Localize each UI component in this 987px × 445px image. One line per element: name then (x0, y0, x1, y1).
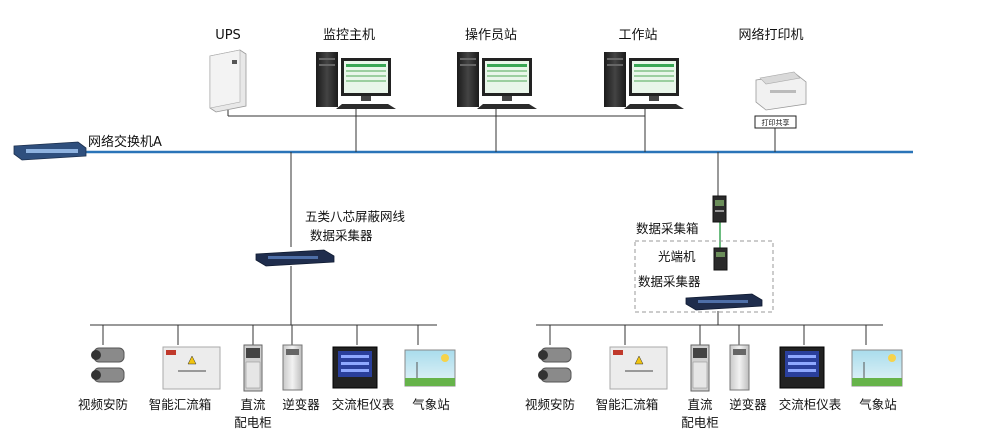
left-ac-meter-label: 交流柜仪表 (332, 397, 395, 412)
left-combiner-label: 智能汇流箱 (149, 397, 212, 412)
right-ac-meter-icon (779, 346, 825, 389)
right-dc-cabinet-label-2: 配电柜 (681, 415, 719, 430)
network-printer-label: 网络打印机 (738, 27, 803, 43)
right-camera-label: 视频安防 (525, 397, 575, 412)
left-ac-meter-icon (332, 346, 378, 389)
left-weather-label: 气象站 (412, 397, 450, 412)
right-weather-label: 气象站 (859, 397, 897, 412)
left-collector-icon (255, 249, 335, 267)
monitor-host-label: 监控主机 (323, 28, 375, 43)
left-inverter-label: 逆变器 (282, 397, 320, 412)
right-collector-label: 数据采集器 (638, 274, 701, 289)
right-inverter-icon (729, 344, 750, 391)
ups-icon (209, 49, 247, 113)
monitor-host-icon (316, 52, 396, 109)
cable-label: 五类八芯屏蔽网线 (305, 209, 406, 224)
workstation-label: 工作站 (618, 28, 657, 43)
network-switch-icon (13, 141, 87, 161)
right-weather-icon (851, 349, 903, 387)
left-dc-cabinet-label-1: 直流 (240, 397, 266, 412)
right-dc-cabinet-label-1: 直流 (687, 397, 713, 412)
right-ac-meter-label: 交流柜仪表 (779, 397, 842, 412)
collector-box-label: 数据采集箱 (636, 221, 699, 236)
left-collector-label: 数据采集器 (310, 228, 373, 243)
left-inverter-icon (282, 344, 303, 391)
operator-station-icon (457, 52, 537, 109)
operator-station-label: 操作员站 (465, 27, 517, 43)
optical-terminal-icon (713, 247, 728, 271)
right-combiner-label: 智能汇流箱 (596, 397, 659, 412)
left-dc-cabinet-label-2: 配电柜 (234, 415, 272, 430)
printer-icon (755, 71, 807, 111)
network-switch-label: 网络交换机A (88, 134, 162, 150)
left-weather-icon (404, 349, 456, 387)
left-camera-label: 视频安防 (78, 397, 128, 412)
workstation-icon (604, 52, 684, 109)
connection-lines (80, 108, 913, 345)
left-camera-icon (91, 347, 125, 383)
optical-terminal-label: 光端机 (658, 249, 696, 264)
ups-label: UPS (215, 28, 241, 43)
print-share-box: 打印共享 (754, 115, 797, 129)
right-camera-icon (538, 347, 572, 383)
print-share-label: 打印共享 (762, 118, 790, 127)
right-collector-icon (685, 293, 763, 311)
right-dc-cabinet-icon (690, 344, 710, 392)
left-dc-cabinet-icon (243, 344, 263, 392)
left-combiner-icon (162, 346, 221, 390)
right-combiner-icon (609, 346, 668, 390)
right-inverter-label: 逆变器 (729, 397, 767, 412)
collector-box-icon (712, 195, 727, 223)
